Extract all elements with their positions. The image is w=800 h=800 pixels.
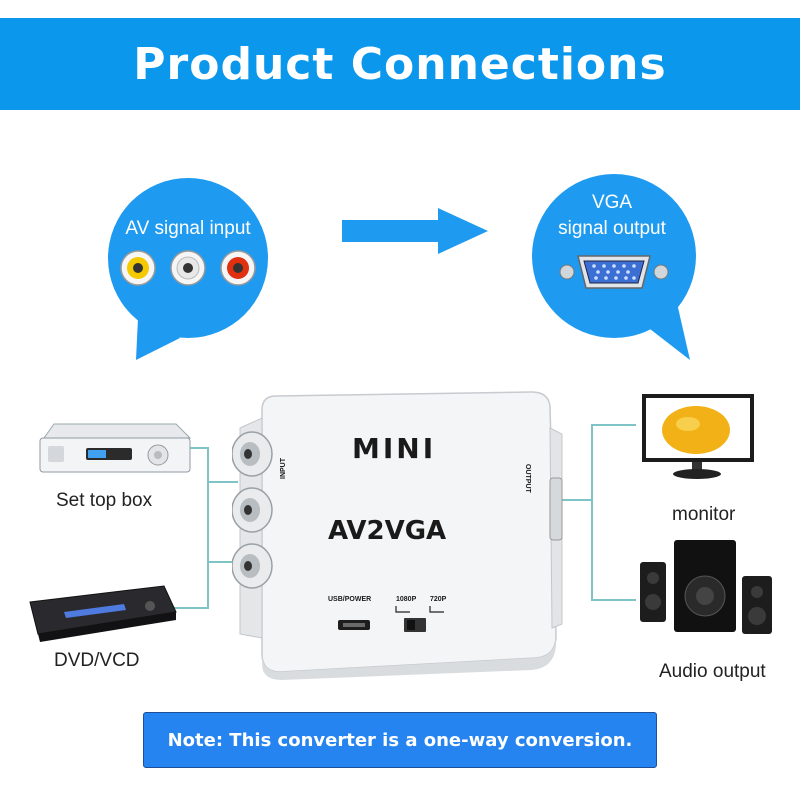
converter-brand: MINI bbox=[352, 432, 437, 465]
converter-model: AV2VGA bbox=[328, 516, 447, 546]
converter-device: MINI AV2VGA INPUT OUTPUT USB/POWER 1080P… bbox=[232, 388, 564, 680]
converter-body bbox=[232, 391, 563, 680]
device-label-audio-output: Audio output bbox=[659, 661, 766, 682]
arrow-right-icon bbox=[342, 208, 488, 254]
vga-output-label-line1: VGA bbox=[591, 192, 633, 213]
vga-port-icon bbox=[559, 255, 669, 289]
page-title: Product Connections bbox=[133, 38, 667, 90]
header-banner: Product Connections bbox=[0, 18, 800, 110]
rca-jack-top bbox=[232, 431, 273, 477]
device-label-dvd-vcd: DVD/VCD bbox=[54, 650, 140, 671]
rca-jack-middle bbox=[232, 487, 273, 533]
device-label-set-top-box: Set top box bbox=[56, 490, 153, 511]
rca-jack-bottom bbox=[232, 543, 273, 589]
res-720p-label: 720P bbox=[430, 596, 447, 603]
note-text: Note: This converter is a one-way conver… bbox=[167, 729, 633, 751]
monitor-icon bbox=[642, 394, 754, 479]
av-input-bubble: AV signal input bbox=[98, 178, 278, 368]
dvd-player-icon bbox=[29, 585, 177, 642]
device-label-monitor: monitor bbox=[672, 504, 736, 525]
rca-jacks-icon bbox=[120, 250, 256, 286]
speakers-icon bbox=[640, 540, 772, 634]
vga-output-bubble: VGA signal output bbox=[522, 170, 702, 365]
set-top-box-icon bbox=[39, 423, 192, 473]
input-port-label: INPUT bbox=[280, 458, 287, 479]
res-1080p-label: 1080P bbox=[396, 596, 417, 603]
usb-power-label: USB/POWER bbox=[328, 596, 372, 603]
vga-output-label-line2: signal output bbox=[558, 218, 666, 239]
av-input-label: AV signal input bbox=[125, 218, 251, 239]
note-banner: Note: This converter is a one-way conver… bbox=[143, 712, 657, 768]
output-port-label: OUTPUT bbox=[524, 464, 531, 493]
